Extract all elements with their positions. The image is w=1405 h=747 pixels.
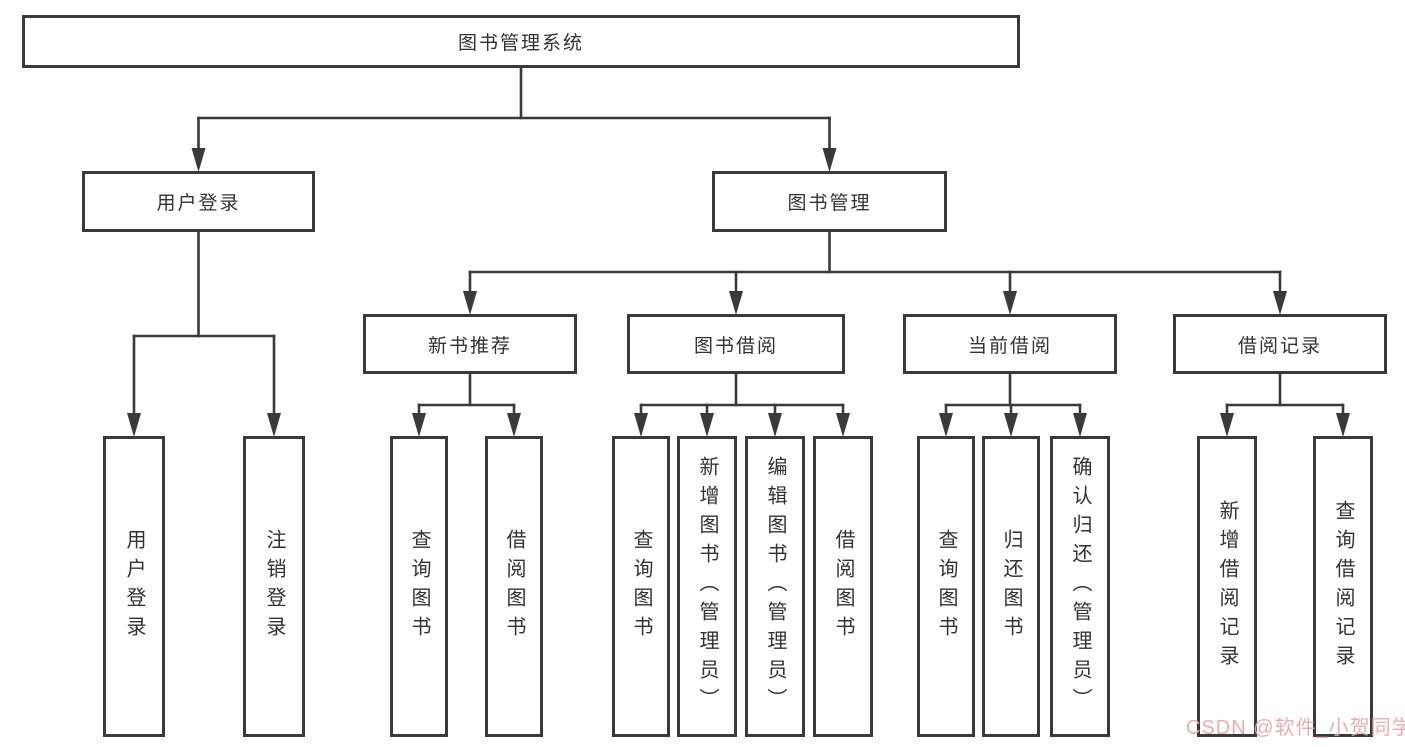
node-user-login: 用户登录 xyxy=(103,436,165,737)
node-label-mgmt: 图书管理 xyxy=(787,193,872,214)
arrowhead-down-icon xyxy=(700,413,714,437)
csdn-watermark: CSDN @软件_小贺同学 xyxy=(1186,717,1405,739)
arrowhead-down-icon xyxy=(1220,413,1234,437)
arrowhead-down-icon xyxy=(939,413,953,437)
arrowhead-down-icon xyxy=(1003,291,1017,315)
arrowhead-down-icon xyxy=(768,413,782,437)
arrowhead-down-icon xyxy=(1004,413,1018,437)
node-label-c-confirm: 确认归还（管理员） xyxy=(1069,456,1091,717)
node-c-query: 查询图书 xyxy=(917,436,975,737)
node-label-logout: 注销登录 xyxy=(263,528,285,645)
arrowhead-down-icon xyxy=(191,148,206,172)
node-label-new-rec: 新书推荐 xyxy=(427,335,512,357)
node-records: 借阅记录 xyxy=(1173,314,1387,374)
node-label-nr-query: 查询图书 xyxy=(408,528,430,645)
node-current: 当前借阅 xyxy=(903,314,1117,374)
node-label-b-add: 新增图书（管理员） xyxy=(696,456,718,717)
node-label-b-borrow: 借阅图书 xyxy=(832,528,854,645)
node-label-r-add: 新增借阅记录 xyxy=(1216,499,1238,674)
node-label-b-query: 查询图书 xyxy=(630,528,652,645)
arrowhead-down-icon xyxy=(836,413,850,437)
node-label-b-edit: 编辑图书（管理员） xyxy=(764,456,786,717)
node-label-login: 用户登录 xyxy=(156,193,241,214)
node-label-root: 图书管理系统 xyxy=(457,33,584,54)
arrowhead-down-icon xyxy=(1336,413,1350,437)
arrowhead-down-icon xyxy=(267,413,281,437)
node-label-c-return: 归还图书 xyxy=(1000,528,1022,645)
node-label-r-query: 查询借阅记录 xyxy=(1332,499,1354,674)
node-b-query: 查询图书 xyxy=(612,436,670,737)
arrowhead-down-icon xyxy=(507,413,521,437)
node-label-current: 当前借阅 xyxy=(967,335,1052,357)
arrowhead-down-icon xyxy=(822,148,837,172)
node-r-query: 查询借阅记录 xyxy=(1313,436,1373,737)
node-b-edit: 编辑图书（管理员） xyxy=(745,436,805,737)
node-label-records: 借阅记录 xyxy=(1237,335,1322,357)
node-root: 图书管理系统 xyxy=(22,15,1020,68)
node-b-add: 新增图书（管理员） xyxy=(677,436,737,737)
node-mgmt: 图书管理 xyxy=(712,171,947,232)
node-label-c-query: 查询图书 xyxy=(935,528,957,645)
node-login: 用户登录 xyxy=(82,171,315,232)
arrowhead-down-icon xyxy=(729,291,743,315)
node-c-return: 归还图书 xyxy=(982,436,1040,737)
node-new-rec: 新书推荐 xyxy=(363,314,577,374)
arrowhead-down-icon xyxy=(1073,413,1087,437)
arrowhead-down-icon xyxy=(1273,291,1287,315)
arrowhead-down-icon xyxy=(127,413,141,437)
node-c-confirm: 确认归还（管理员） xyxy=(1050,436,1110,737)
node-r-add: 新增借阅记录 xyxy=(1197,436,1257,737)
node-label-user-login: 用户登录 xyxy=(123,528,145,645)
node-nr-query: 查询图书 xyxy=(390,436,448,737)
node-logout: 注销登录 xyxy=(243,436,305,737)
node-borrow: 图书借阅 xyxy=(627,314,845,374)
arrowhead-down-icon xyxy=(412,413,426,437)
arrowhead-down-icon xyxy=(463,291,477,315)
node-b-borrow: 借阅图书 xyxy=(813,436,873,737)
node-label-nr-borrow: 借阅图书 xyxy=(503,528,525,645)
node-label-borrow: 图书借阅 xyxy=(693,335,778,357)
node-nr-borrow: 借阅图书 xyxy=(485,436,543,737)
arrowhead-down-icon xyxy=(634,413,648,437)
